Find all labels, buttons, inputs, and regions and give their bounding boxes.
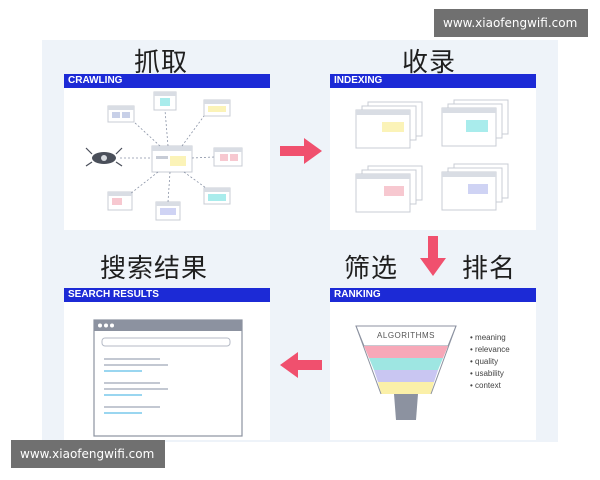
search-results-heading: 搜索结果 [100,254,209,284]
funnel-label: ALGORITHMS [377,331,435,340]
watermark-bottom: www.xiaofengwifi.com [11,440,165,468]
page-r [213,147,243,167]
search-results-illustration [93,319,243,437]
browser-window [93,319,243,437]
indexing-heading: 收录 [402,48,457,78]
central-page [151,145,193,173]
spider-icon [85,147,150,167]
arrow-down-icon [420,236,446,276]
indexing-bar: INDEXING [330,74,536,88]
result-lines [104,358,168,414]
ranking-heading: 排名 [462,254,517,284]
indexing-panel: INDEXING [330,74,536,230]
doc-stack-3 [355,165,423,213]
criterion-meaning: • meaning [470,333,506,342]
criterion-usability: • usability [470,369,504,378]
page-bl [107,191,133,211]
crawling-heading: 抓取 [134,48,189,78]
filter-heading: 筛选 [344,254,399,284]
criterion-quality: • quality [470,357,499,366]
ranking-bar: RANKING [330,288,536,302]
doc-stack-1 [355,101,423,149]
crawling-illustration [85,91,243,221]
page-br [203,187,231,205]
search-results-bar: SEARCH RESULTS [64,288,270,302]
crawling-panel: CRAWLING [64,74,270,230]
page-bottom [155,201,181,221]
criterion-context: • context [470,381,501,390]
search-results-panel: SEARCH RESULTS [64,288,270,440]
watermark-top: www.xiaofengwifi.com [434,9,588,37]
indexing-illustration [355,99,509,213]
page-top [153,91,177,111]
crawling-bar: CRAWLING [64,74,270,88]
criteria-list: • meaning • relevance • quality • usabil… [470,332,510,392]
page-tl [107,105,135,123]
doc-stack-2 [441,99,509,147]
funnel: ALGORITHMS [355,325,457,420]
arrow-right-icon [280,138,322,164]
criterion-relevance: • relevance [470,345,510,354]
ranking-panel: RANKING ALGORITHMS • meaning • relevance… [330,288,536,440]
arrow-left-icon [280,352,322,378]
doc-stack-4 [441,163,509,211]
page-tr [203,99,231,117]
crawl-links [129,109,215,203]
funnel-illustration: ALGORITHMS [355,325,457,420]
